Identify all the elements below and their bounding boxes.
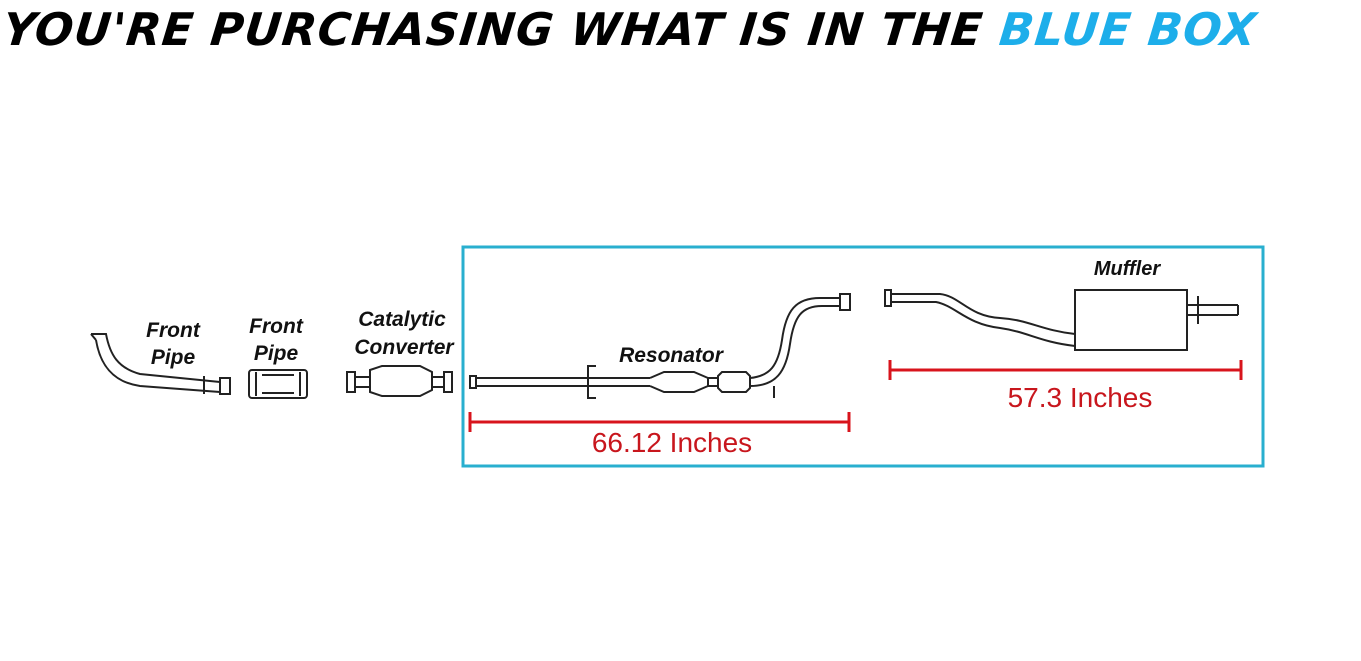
label-muffler: Muffler — [1094, 258, 1162, 280]
label-front-pipe-2-line1: Front — [249, 315, 304, 338]
catalytic-converter-part — [346, 365, 453, 397]
resonator-length-label: 66.12 Inches — [592, 427, 752, 458]
label-catalytic-line1: Catalytic — [358, 308, 446, 331]
muffler-length-label: 57.3 Inches — [1008, 382, 1153, 413]
label-front-pipe-1-line1: Front — [146, 319, 201, 342]
label-catalytic-line2: Converter — [354, 336, 455, 359]
label-front-pipe-1-line2: Pipe — [151, 346, 196, 369]
resonator-dimension-line — [468, 412, 851, 432]
label-resonator: Resonator — [619, 344, 725, 367]
front-pipe-1-part — [90, 333, 231, 395]
resonator-pipe-part — [469, 293, 851, 399]
muffler-dimension-line — [888, 360, 1243, 380]
muffler-part — [884, 289, 1239, 351]
front-pipe-2-part — [248, 369, 308, 399]
label-front-pipe-2-line2: Pipe — [254, 342, 299, 365]
blue-box — [461, 245, 1265, 468]
